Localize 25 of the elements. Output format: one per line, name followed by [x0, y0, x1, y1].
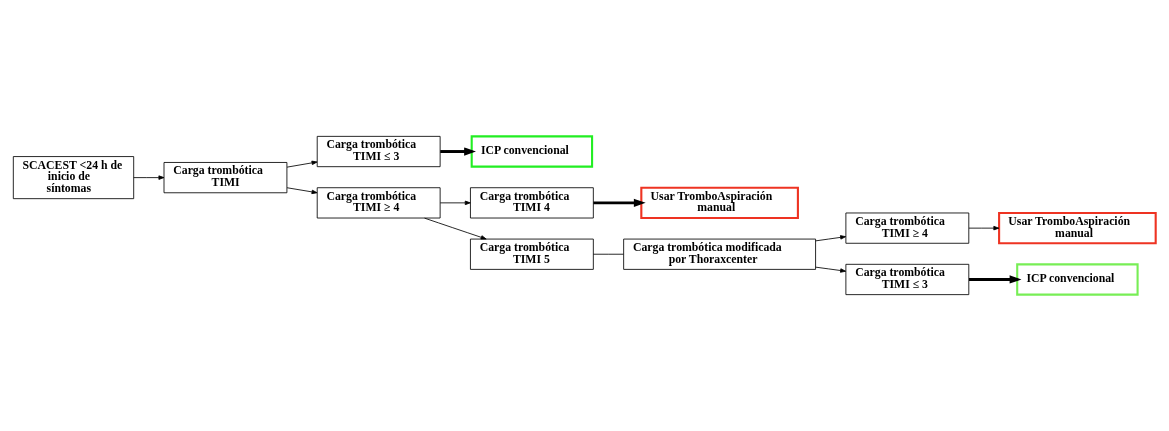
arrow: [968, 225, 1000, 231]
node-box: Carga trombótica TIMI: [163, 162, 288, 194]
arrow: [815, 266, 847, 273]
node-box: ICP convencional: [1016, 263, 1139, 296]
arrow: [133, 175, 165, 180]
node-box: Usar TromboAspiración manual: [640, 186, 799, 220]
arrow: [593, 198, 646, 207]
connector: [592, 253, 624, 255]
node-box: Carga trombótica TIMI ≤ 3: [316, 135, 441, 168]
arrow: [440, 147, 476, 156]
node-box: Carga trombótica modificada por Thoraxcenter: [623, 238, 816, 270]
arrow: [286, 160, 318, 168]
arrow: [286, 187, 318, 195]
node-box: Carga trombótica TIMI 5: [470, 238, 594, 270]
node-box: Usar TromboAspiración manual: [998, 211, 1157, 245]
node-box: SCACEST <24 h de inicio de síntomas: [12, 156, 135, 200]
node-box: ICP convencional: [470, 135, 594, 168]
arrow: [968, 275, 1022, 284]
arrow: [815, 235, 847, 242]
arrow: [439, 200, 471, 206]
node-box: Carga trombótica TIMI ≥ 4: [316, 187, 441, 219]
node-box: Carga trombótica TIMI ≥ 4: [845, 212, 970, 244]
node-box: Carga trombótica TIMI ≤ 3: [845, 263, 970, 296]
node-box: Carga trombótica TIMI 4: [470, 187, 594, 219]
arrow: [424, 217, 487, 240]
